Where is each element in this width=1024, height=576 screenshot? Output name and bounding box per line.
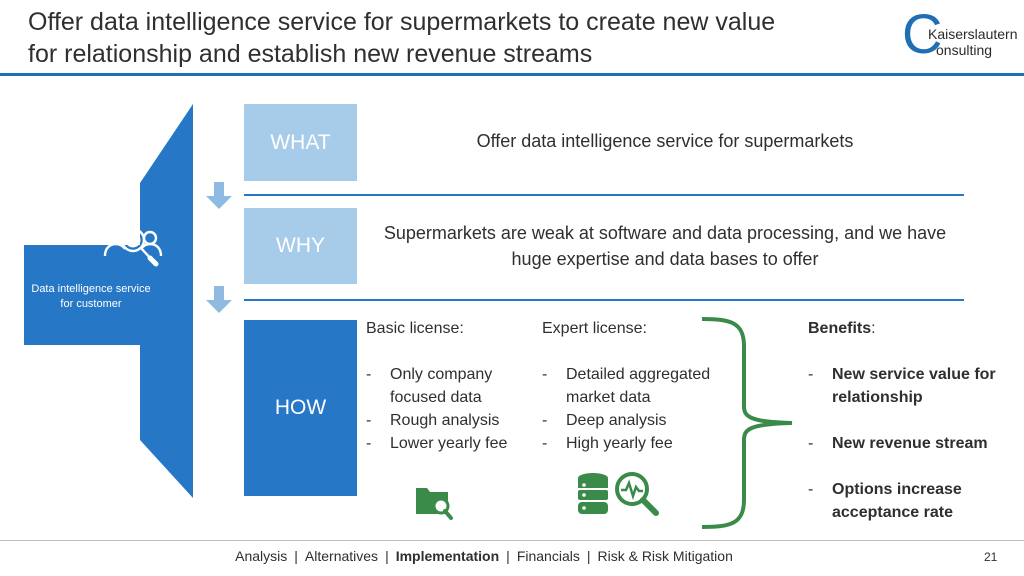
title-line-2: for relationship and establish new reven… [28,40,593,68]
how-box: HOW [244,320,357,496]
list-item: -New service value for relationship [808,366,996,406]
list-item: -Lower yearly fee [366,435,508,452]
row-divider [244,299,964,301]
basic-license-heading: Basic license: [366,320,464,337]
left-service-shape [24,104,193,498]
expert-license-column: Expert license: -Detailed aggregated mar… [542,317,742,455]
list-item: -Options increase acceptance rate [808,481,962,521]
footer-link-financials[interactable]: Financials [516,548,580,564]
list-item: -Only company focused data [366,366,493,406]
logo-line-1: Kaiserslautern [928,26,1018,42]
page-number: 21 [984,550,998,564]
down-arrow-icon [206,182,232,209]
list-item: -Detailed aggregated market data [542,366,711,406]
footer-link-implementation[interactable]: Implementation [395,548,500,564]
title-line-1: Offer data intelligence service for supe… [28,8,776,36]
footer-separator: | [586,548,591,564]
footer-separator: | [385,548,389,564]
benefits-column: Benefits: -New service value for relatio… [808,317,1018,547]
footer-nav: Analysis | Alternatives | Implementation | Fin… [0,548,968,564]
people-search-icon [103,227,163,267]
list-item: -Deep analysis [542,412,667,429]
footer-separator: | [294,548,298,564]
why-box: WHY [244,208,357,284]
list-item: -High yearly fee [542,435,673,452]
magnifier-chart-icon [615,472,659,516]
logo-letter: C [902,2,943,65]
what-description: Offer data intelligence service for supe… [476,131,854,151]
basic-license-column: Basic license: -Only company focused dat… [366,317,536,455]
left-panel-caption: Data intelligence service for customer [31,283,151,310]
down-arrow-icon [206,286,232,313]
footer-divider [0,540,1024,541]
footer-separator: | [506,548,510,564]
row-divider [244,194,964,196]
footer-link-risk[interactable]: Risk & Risk Mitigation [597,548,733,564]
folder-search-icon [416,488,453,520]
list-item: -New revenue stream [808,435,988,452]
header-divider [0,73,1024,76]
footer-link-analysis[interactable]: Analysis [235,548,288,564]
what-box: WHAT [244,104,357,181]
list-item: -Rough analysis [366,412,500,429]
brace-connector [701,317,793,529]
why-description: Supermarkets are weak at software and da… [383,223,947,269]
logo-line-2: onsulting [936,42,993,58]
footer-link-alternatives[interactable]: Alternatives [304,548,379,564]
database-icon [578,473,608,514]
page-title: Offer data intelligence service for supe… [28,6,888,70]
company-logo: C Kaiserslautern onsulting [902,6,1018,62]
expert-license-heading: Expert license: [542,320,647,337]
benefits-heading: Benefits: [808,320,876,337]
